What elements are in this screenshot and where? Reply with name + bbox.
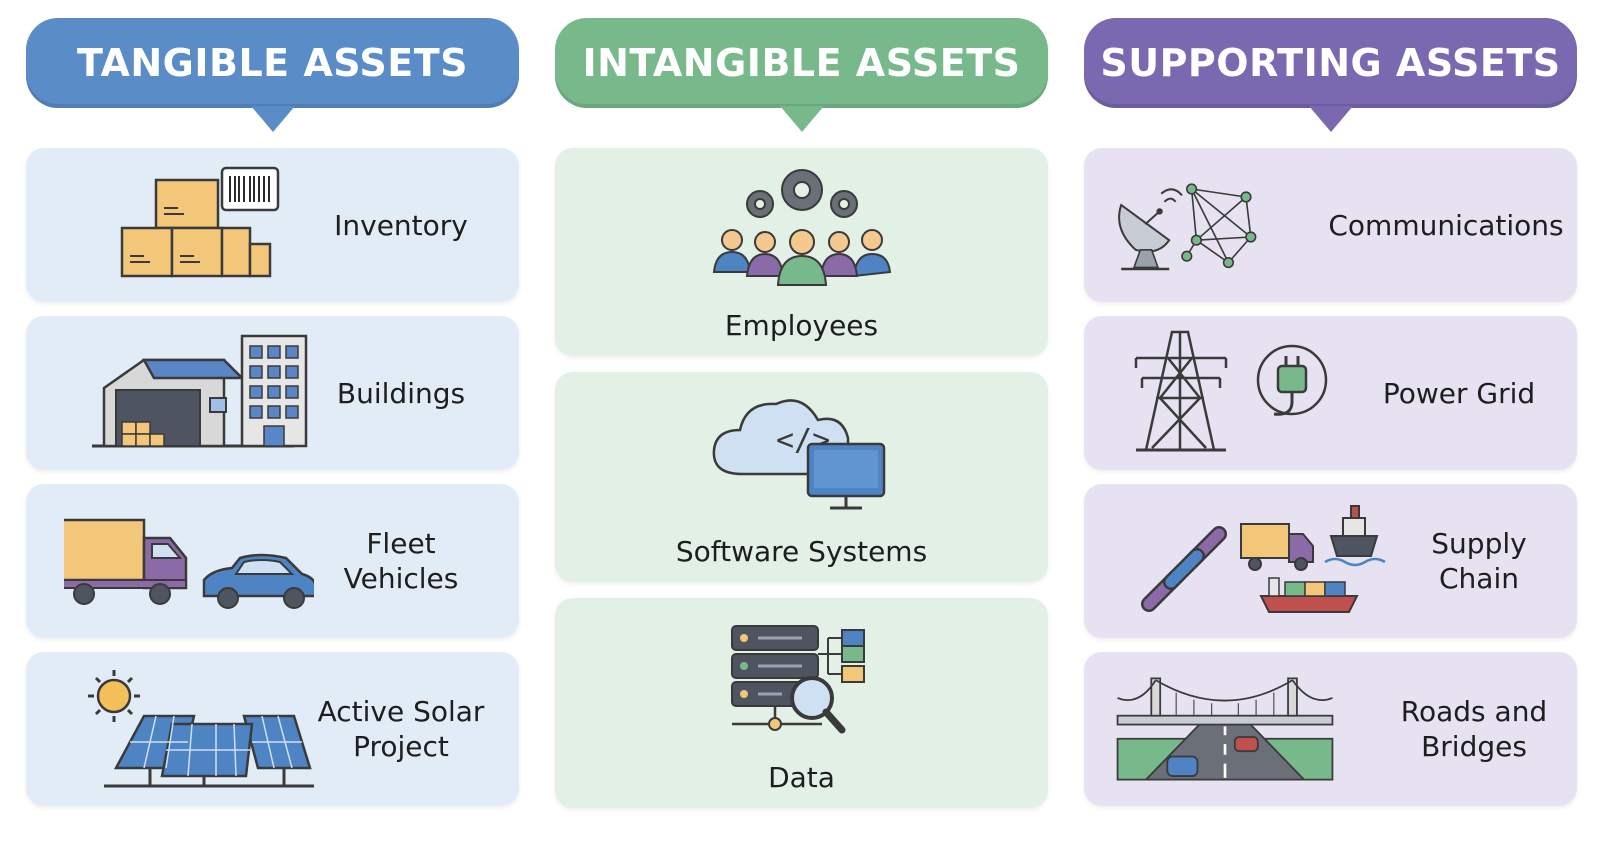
employees-label: Employees [724, 309, 879, 342]
data-card: Data [555, 598, 1048, 808]
truck-car-icon [64, 518, 314, 609]
supporting-assets-header: SUPPORTING ASSETS [1084, 18, 1577, 132]
fleet-vehicles-label: Fleet Vehicles [343, 527, 459, 595]
power-tower-plug-icon [1134, 330, 1328, 452]
intangible-assets-header: INTANGIBLE ASSETS [555, 18, 1048, 132]
communications-label: Communications [1328, 208, 1564, 242]
buildings-label: Buildings [336, 376, 466, 410]
chain-truck-ship-icon [1141, 505, 1386, 613]
power-grid-card: Power Grid [1084, 316, 1577, 470]
employees-card: Employees [555, 148, 1048, 356]
tangible-assets-column: TANGIBLE ASSETS [26, 18, 519, 820]
active-solar-project-label: Active Solar Project [317, 695, 485, 763]
supporting-assets-title: SUPPORTING ASSETS [1100, 41, 1561, 85]
power-grid-label: Power Grid [1382, 376, 1536, 410]
header-pointer [250, 106, 295, 132]
data-label: Data [768, 761, 835, 794]
roads-and-bridges-label: Roads and Bridges [1400, 695, 1548, 763]
buildings-card: Buildings [26, 316, 519, 470]
communications-card: Communications [1084, 148, 1577, 302]
warehouse-building-icon [92, 334, 308, 448]
server-search-icon [730, 625, 865, 734]
header-pointer [779, 106, 824, 132]
tangible-assets-header: TANGIBLE ASSETS [26, 18, 519, 132]
people-gears-icon [712, 169, 891, 286]
software-systems-label: Software Systems [675, 535, 928, 568]
intangible-assets-title: INTANGIBLE ASSETS [582, 41, 1021, 85]
header-pointer [1308, 106, 1353, 132]
roads-and-bridges-card: Roads and Bridges [1084, 652, 1577, 806]
software-systems-card: </> Software Systems [555, 372, 1048, 582]
satellite-network-icon [1118, 183, 1257, 271]
intangible-assets-column: INTANGIBLE ASSETS [555, 18, 1048, 808]
supply-chain-label: Supply Chain [1431, 527, 1527, 595]
supply-chain-card: Supply Chain [1084, 484, 1577, 638]
supporting-assets-column: SUPPORTING ASSETS [1084, 18, 1577, 820]
inventory-label: Inventory [334, 208, 468, 242]
solar-panels-icon [88, 670, 314, 788]
boxes-barcode-icon [120, 166, 280, 278]
cloud-code-monitor-icon: </> [712, 399, 885, 510]
bridge-road-icon [1116, 677, 1334, 781]
active-solar-project-card: Active Solar Project [26, 652, 519, 806]
fleet-vehicles-card: Fleet Vehicles [26, 484, 519, 638]
tangible-assets-title: TANGIBLE ASSETS [76, 41, 469, 85]
inventory-card: Inventory [26, 148, 519, 302]
